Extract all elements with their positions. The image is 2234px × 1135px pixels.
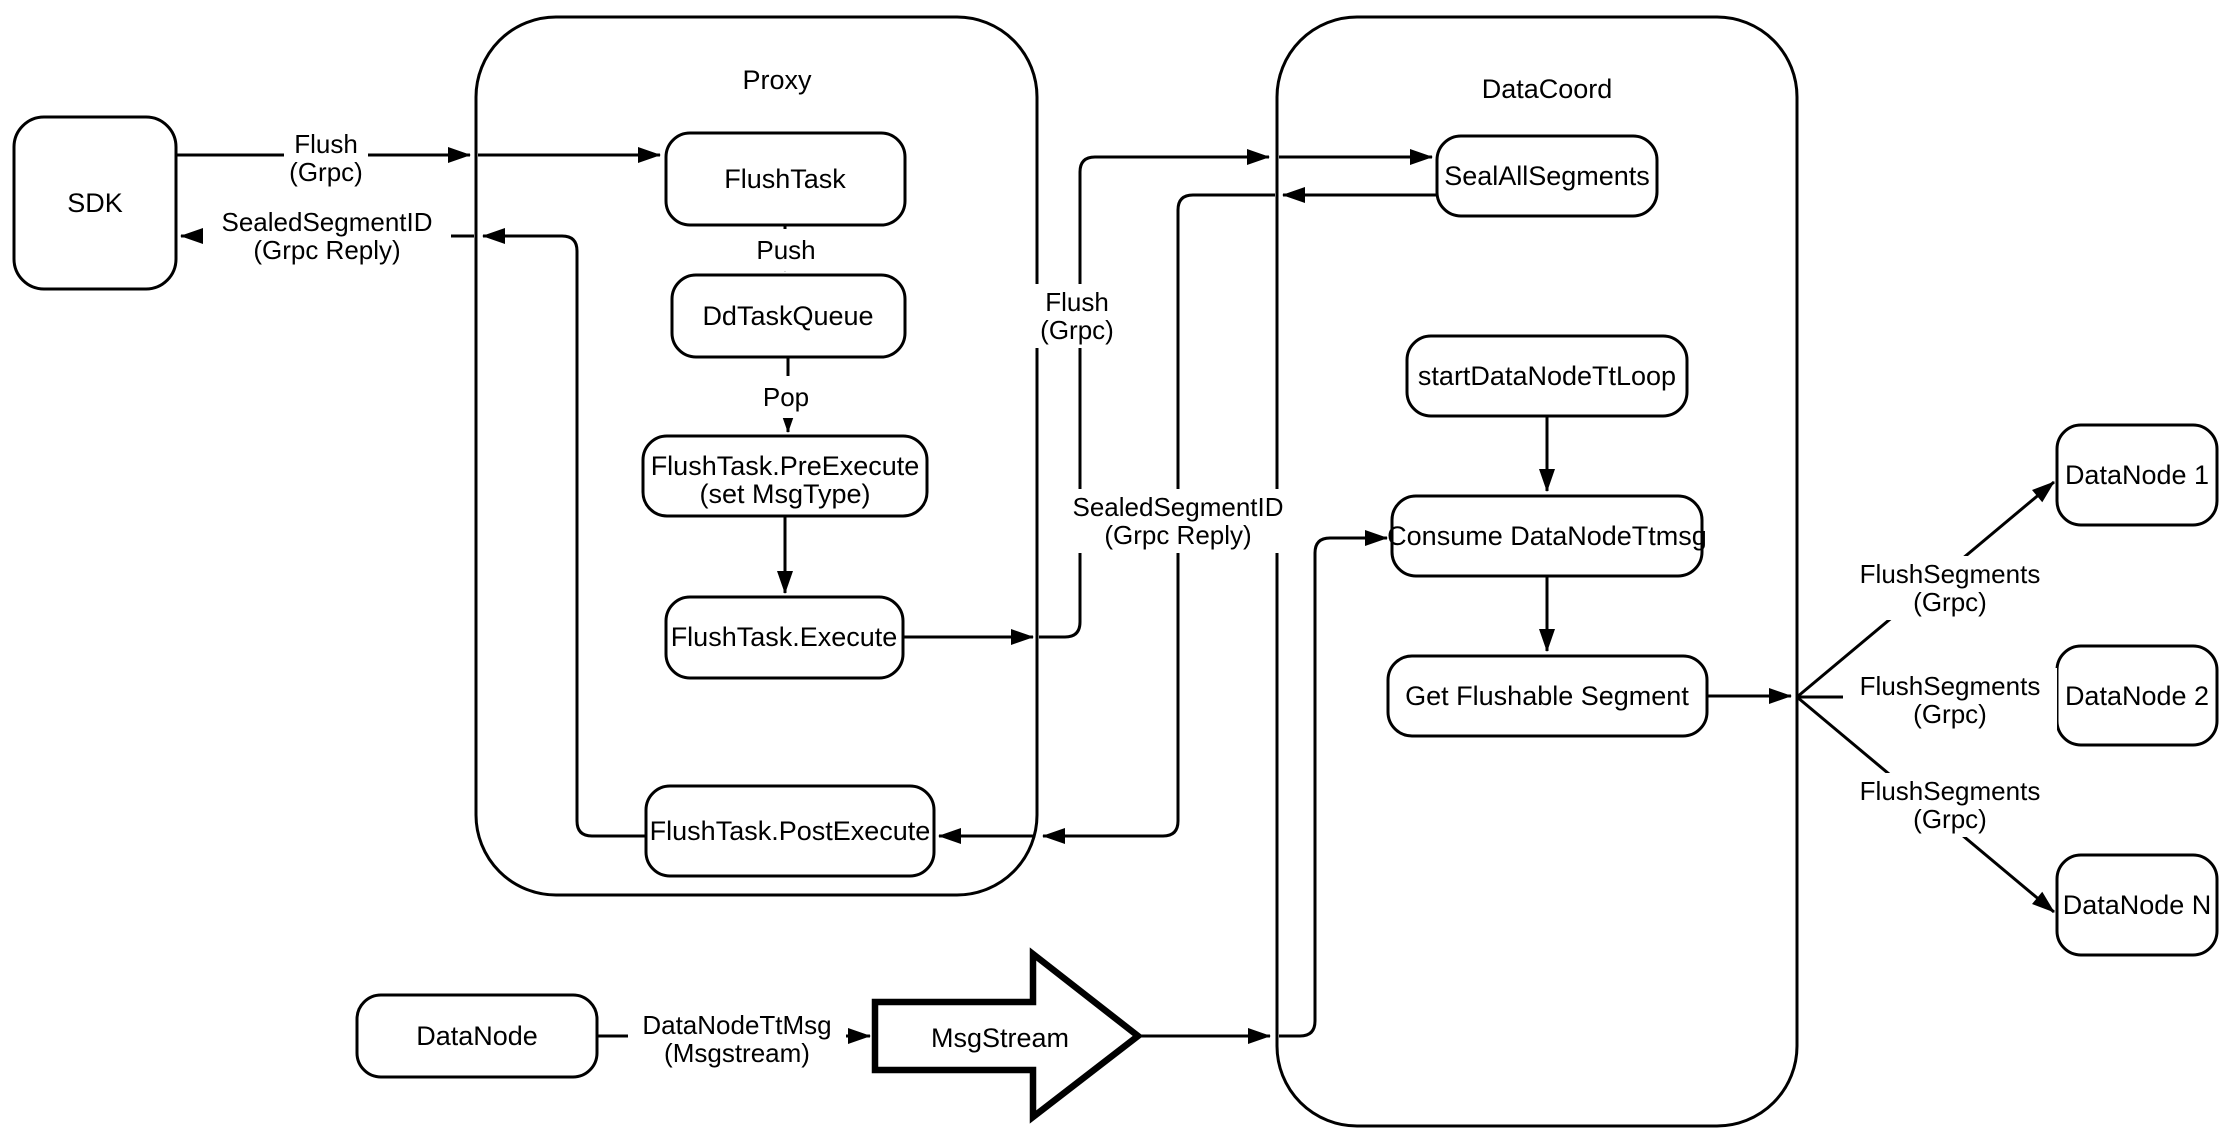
flushtask-preexecute-node: FlushTask.PreExecute (set MsgType) bbox=[641, 434, 929, 518]
label-flushsegments-grpc-2: FlushSegments (Grpc) bbox=[1843, 668, 2057, 732]
datanode2-node-label: DataNode 2 bbox=[2065, 681, 2209, 711]
flushtask-preexecute-label-line1: FlushTask.PreExecute bbox=[651, 451, 920, 481]
edge-postexecute-to-sdk bbox=[180, 228, 646, 838]
consume-datanodettmsg-node-label: Consume DataNodeTtmsg bbox=[1387, 521, 1707, 551]
svg-text:(Grpc): (Grpc) bbox=[289, 157, 363, 187]
svg-text:(Grpc Reply): (Grpc Reply) bbox=[253, 235, 400, 265]
svg-text:(Grpc): (Grpc) bbox=[1913, 804, 1987, 834]
flushtask-node: FlushTask bbox=[664, 131, 907, 227]
svg-text:(Grpc): (Grpc) bbox=[1913, 587, 1987, 617]
svg-text:FlushSegments: FlushSegments bbox=[1860, 671, 2041, 701]
svg-text:Pop: Pop bbox=[763, 382, 809, 412]
datanode-node-label: DataNode bbox=[416, 1021, 538, 1051]
flushtask-postexecute-node: FlushTask.PostExecute bbox=[644, 784, 936, 878]
flushtask-execute-node: FlushTask.Execute bbox=[664, 595, 905, 680]
label-sdk-sealedsegmentid-reply: SealedSegmentID (Grpc Reply) bbox=[203, 206, 451, 268]
get-flushable-segment-node-label: Get Flushable Segment bbox=[1405, 681, 1689, 711]
datanode1-node: DataNode 1 bbox=[2055, 423, 2219, 527]
svg-text:Flush: Flush bbox=[294, 129, 358, 159]
datacoord-container: DataCoord bbox=[1275, 15, 1799, 1128]
flushtask-postexecute-node-label: FlushTask.PostExecute bbox=[650, 816, 931, 846]
label-datanodettmsg-msgstream: DataNodeTtMsg (Msgstream) bbox=[628, 1006, 846, 1068]
sdk-node-label: SDK bbox=[67, 188, 123, 218]
proxy-container-label: Proxy bbox=[742, 65, 812, 95]
sealallsegments-node-label: SealAllSegments bbox=[1444, 161, 1650, 191]
proxy-container: Proxy bbox=[474, 15, 1039, 897]
datacoord-container-label: DataCoord bbox=[1482, 74, 1613, 104]
svg-text:(Grpc): (Grpc) bbox=[1913, 699, 1987, 729]
svg-text:(Grpc): (Grpc) bbox=[1040, 315, 1114, 345]
consume-datanodettmsg-node: Consume DataNodeTtmsg bbox=[1387, 494, 1707, 578]
datanode2-node: DataNode 2 bbox=[2055, 644, 2219, 747]
svg-text:(Msgstream): (Msgstream) bbox=[664, 1038, 810, 1068]
datanoden-node-label: DataNode N bbox=[2063, 890, 2212, 920]
datanode-node: DataNode bbox=[355, 993, 599, 1079]
label-sdk-flush-grpc: Flush (Grpc) bbox=[284, 128, 368, 190]
label-push: Push bbox=[748, 229, 824, 271]
svg-text:Flush: Flush bbox=[1045, 287, 1109, 317]
label-pop: Pop bbox=[754, 376, 818, 418]
startdatanodettloop-node: startDataNodeTtLoop bbox=[1405, 334, 1689, 418]
svg-text:Push: Push bbox=[756, 235, 815, 265]
svg-text:FlushSegments: FlushSegments bbox=[1860, 776, 2041, 806]
label-execute-flush-grpc: Flush (Grpc) bbox=[1034, 284, 1120, 348]
edge-execute-to-sealallsegments bbox=[903, 149, 1433, 645]
get-flushable-segment-node: Get Flushable Segment bbox=[1386, 654, 1709, 738]
label-seal-sealedsegmentid-reply: SealedSegmentID (Grpc Reply) bbox=[1058, 489, 1298, 553]
flushtask-node-label: FlushTask bbox=[724, 164, 846, 194]
flushtask-execute-node-label: FlushTask.Execute bbox=[671, 622, 898, 652]
label-flushsegments-grpc-3: FlushSegments (Grpc) bbox=[1843, 773, 2057, 837]
label-flushsegments-grpc-1: FlushSegments (Grpc) bbox=[1843, 556, 2057, 620]
svg-text:SealedSegmentID: SealedSegmentID bbox=[221, 207, 432, 237]
msgstream-block-arrow: MsgStream bbox=[871, 947, 1144, 1124]
svg-text:SealedSegmentID: SealedSegmentID bbox=[1072, 492, 1283, 522]
svg-text:FlushSegments: FlushSegments bbox=[1860, 559, 2041, 589]
sdk-node: SDK bbox=[12, 115, 178, 291]
edge-msgstream-to-consume bbox=[1138, 530, 1388, 1044]
ddtaskqueue-node: DdTaskQueue bbox=[670, 273, 907, 359]
startdatanodettloop-node-label: startDataNodeTtLoop bbox=[1418, 361, 1676, 391]
datanode1-node-label: DataNode 1 bbox=[2065, 460, 2209, 490]
svg-text:DataNodeTtMsg: DataNodeTtMsg bbox=[642, 1010, 831, 1040]
flushtask-preexecute-label-line2: (set MsgType) bbox=[699, 479, 870, 509]
svg-text:(Grpc Reply): (Grpc Reply) bbox=[1104, 520, 1251, 550]
msgstream-label: MsgStream bbox=[931, 1023, 1069, 1053]
ddtaskqueue-node-label: DdTaskQueue bbox=[702, 301, 873, 331]
sealallsegments-node: SealAllSegments bbox=[1435, 134, 1659, 218]
datanoden-node: DataNode N bbox=[2055, 853, 2219, 957]
